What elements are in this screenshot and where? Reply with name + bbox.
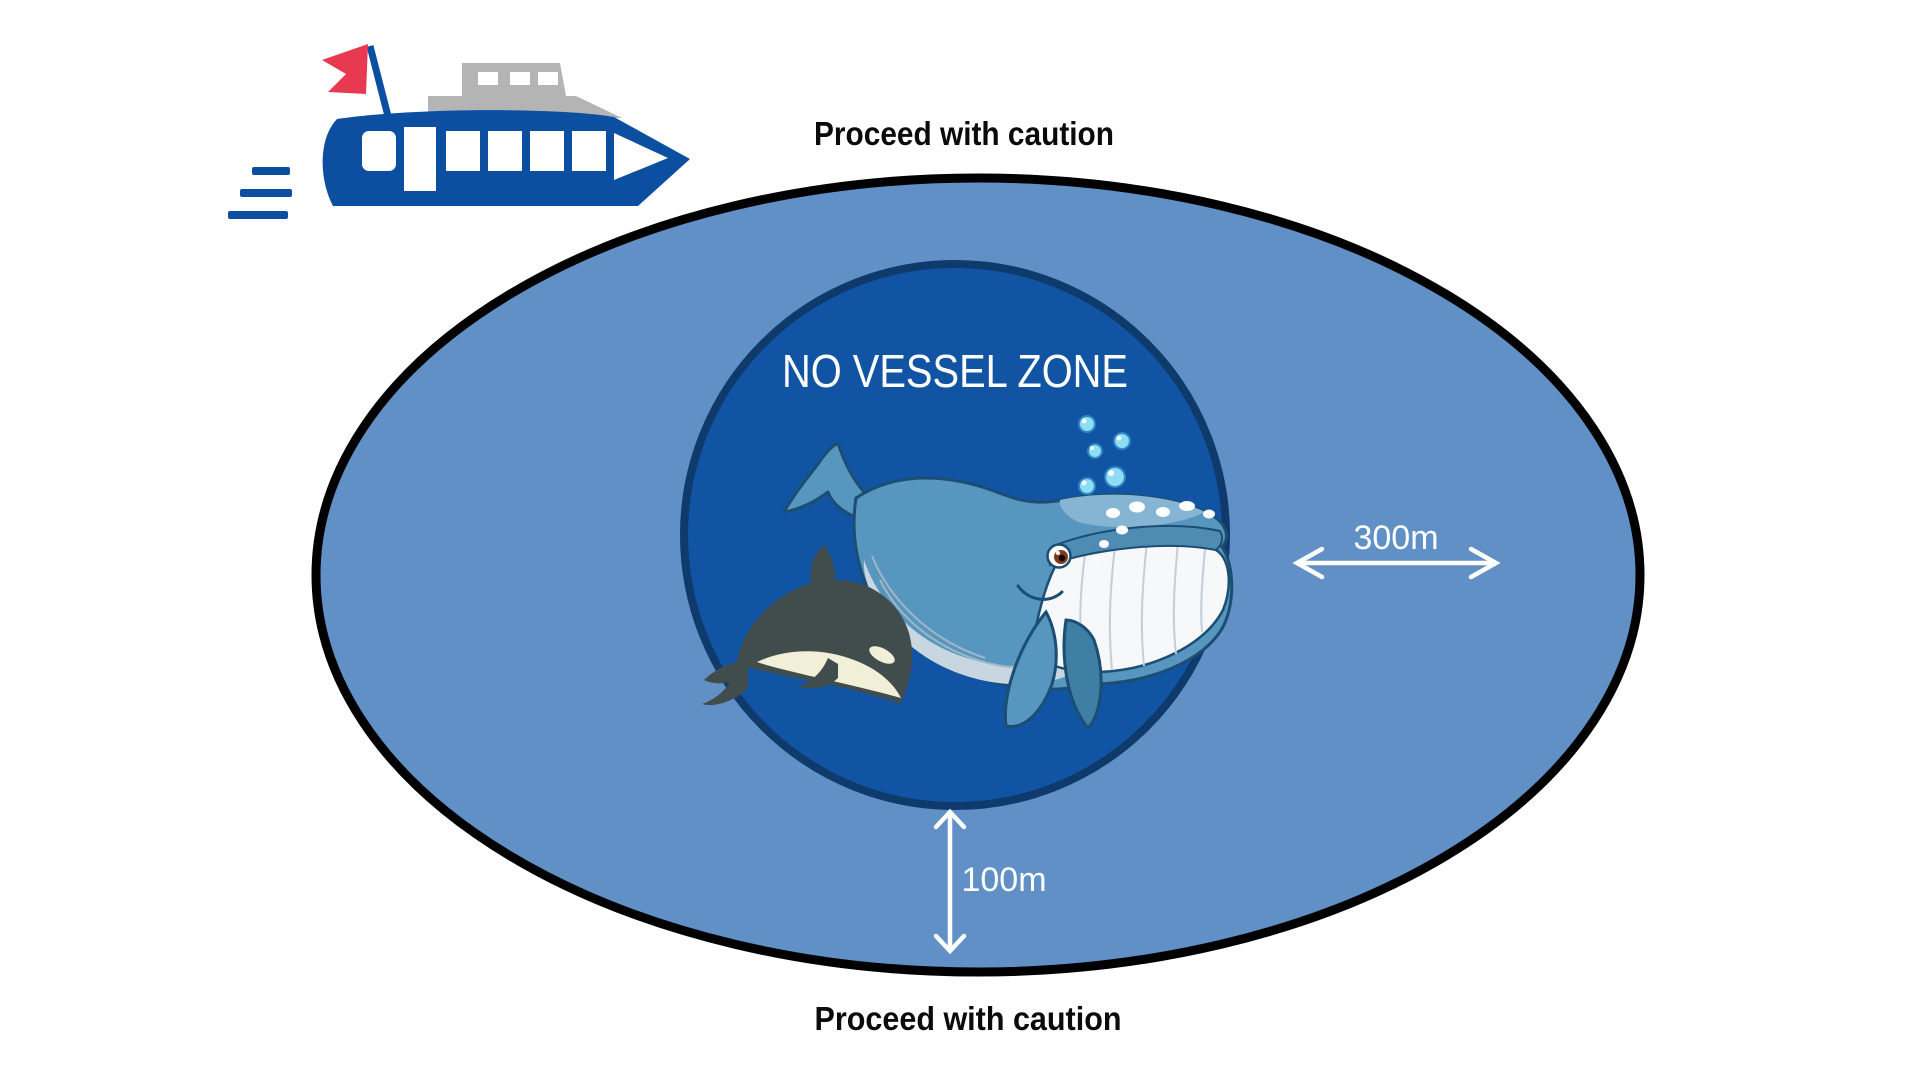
boat-cabin-windows [478, 72, 558, 85]
orca-tail [702, 660, 748, 706]
boat-motion-lines [228, 167, 292, 219]
whale-eye-icon [1046, 543, 1072, 569]
boat-upper-cabin [428, 63, 622, 118]
inner-distance-arrow [933, 808, 967, 955]
orca-icon [702, 545, 913, 706]
boat-mast [366, 45, 394, 125]
outer-distance-label: 300m [1353, 519, 1438, 557]
outer-distance-arrow [1292, 546, 1501, 580]
boat-flag-icon [322, 44, 368, 94]
whale-jaw-grooves [1079, 541, 1206, 671]
caution-captions: Proceed with caution Proceed with cautio… [814, 115, 1122, 1037]
inner-distance-annotation: 100m [933, 808, 1047, 955]
outer-distance-annotation: 300m [1292, 519, 1501, 580]
boat-hull-windows [362, 127, 668, 191]
orca-dorsal-fin [810, 545, 835, 588]
whale-belly-groove [871, 555, 1021, 669]
inner-distance-label: 100m [961, 861, 1046, 899]
ferry-boat-icon [228, 44, 690, 219]
orca-eye-patch [869, 646, 895, 664]
boat-bow-notch [614, 133, 668, 180]
top-caution-caption: Proceed with caution [814, 115, 1114, 152]
no-vessel-zone-label: NO VESSEL ZONE [782, 345, 1128, 397]
no-vessel-zone-label-group: NO VESSEL ZONE [782, 345, 1128, 397]
bubble-highlights [1081, 418, 1122, 486]
bottom-caution-caption: Proceed with caution [815, 1000, 1122, 1037]
orca-pectoral-fin [798, 658, 838, 689]
humpback-whale-icon [782, 441, 1234, 731]
whale-near-fin [1003, 609, 1058, 729]
whale-mouth [1016, 584, 1064, 601]
bubbles-icon [1078, 415, 1131, 495]
whale-spots [1093, 501, 1215, 561]
whale-far-fin [1062, 618, 1103, 731]
